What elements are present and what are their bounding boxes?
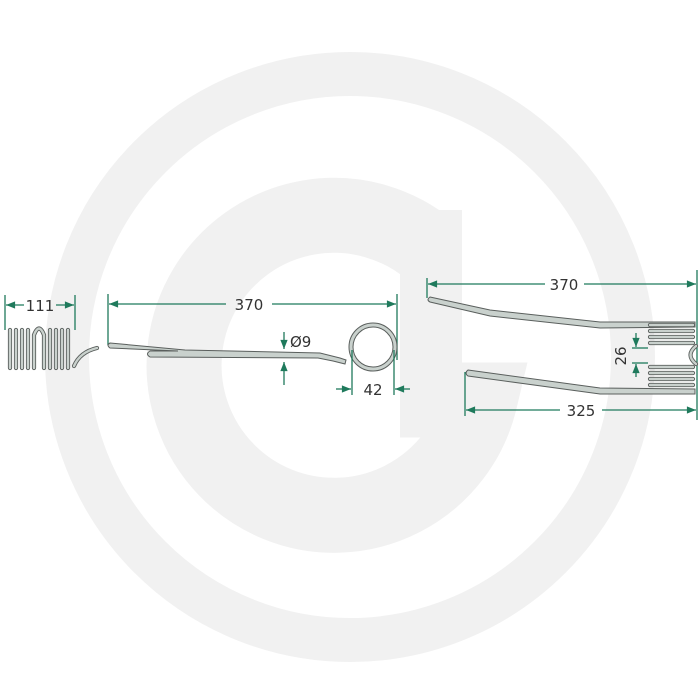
side-view: 111 (4, 295, 100, 371)
top-view: 370 26 325 (426, 270, 699, 420)
lower-length-label: 325 (567, 402, 596, 420)
side-width-label: 111 (26, 297, 55, 315)
wire-diameter-label: Ø9 (290, 333, 311, 351)
coils-top (647, 322, 699, 388)
coil-side (7, 326, 100, 371)
upper-length-label: 370 (550, 276, 579, 294)
front-view: 370 Ø9 42 (107, 294, 410, 399)
front-length-label: 370 (235, 296, 264, 314)
coil-diameter-label: 42 (363, 381, 382, 399)
gap-label: 26 (612, 346, 630, 365)
